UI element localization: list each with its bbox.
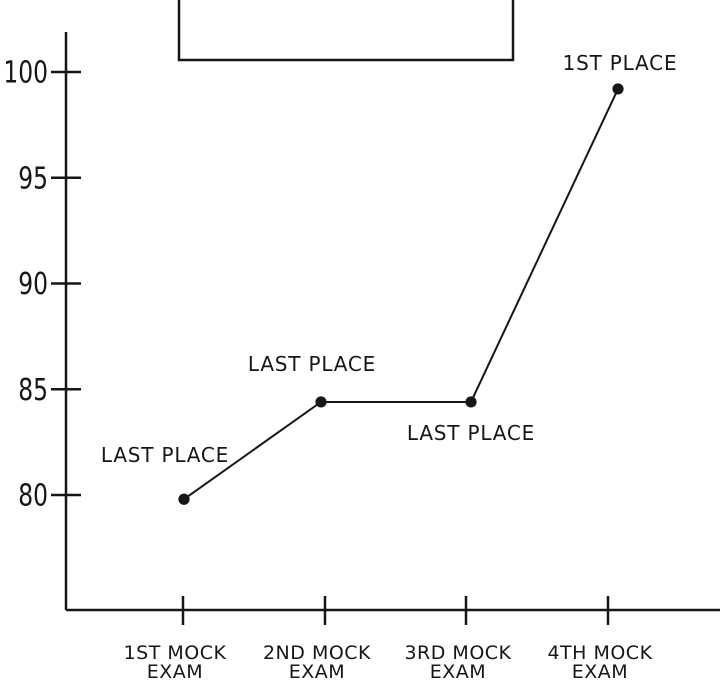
point-label: LAST PLACE (101, 443, 229, 467)
data-point (612, 83, 624, 95)
y-tick-label: 100 (3, 56, 48, 91)
point-label: LAST PLACE (248, 352, 376, 376)
data-point (465, 396, 477, 408)
data-point-group (178, 83, 624, 505)
x-category-label-line1: 4TH MOCK (547, 642, 652, 664)
x-category-label-line2: EXAM (430, 661, 486, 683)
data-point (178, 493, 190, 505)
y-tick-label: 95 (18, 161, 48, 196)
y-tick-group (51, 70, 81, 497)
y-tick-label: 90 (18, 267, 48, 302)
series-line (183, 88, 619, 501)
x-category-label-line2: EXAM (289, 661, 345, 683)
x-category-label-line2: EXAM (572, 661, 628, 683)
title-box (177, 0, 515, 62)
point-label: 1ST PLACE (563, 51, 678, 75)
x-category-label-line1: 2ND MOCK (263, 642, 371, 664)
x-category-label-line1: 3RD MOCK (404, 642, 511, 664)
point-label: LAST PLACE (407, 421, 535, 445)
y-tick-label-group: 100 95 90 85 80 (3, 56, 48, 514)
x-category-label-line1: 1ST MOCK (124, 642, 227, 664)
point-label-group: LAST PLACE LAST PLACE LAST PLACE 1ST PLACE (101, 51, 677, 467)
y-tick-label: 80 (18, 479, 48, 514)
y-tick-label: 85 (18, 373, 48, 408)
x-category-label-line2: EXAM (147, 661, 203, 683)
data-point (315, 396, 327, 408)
x-tick-group (181, 596, 610, 625)
